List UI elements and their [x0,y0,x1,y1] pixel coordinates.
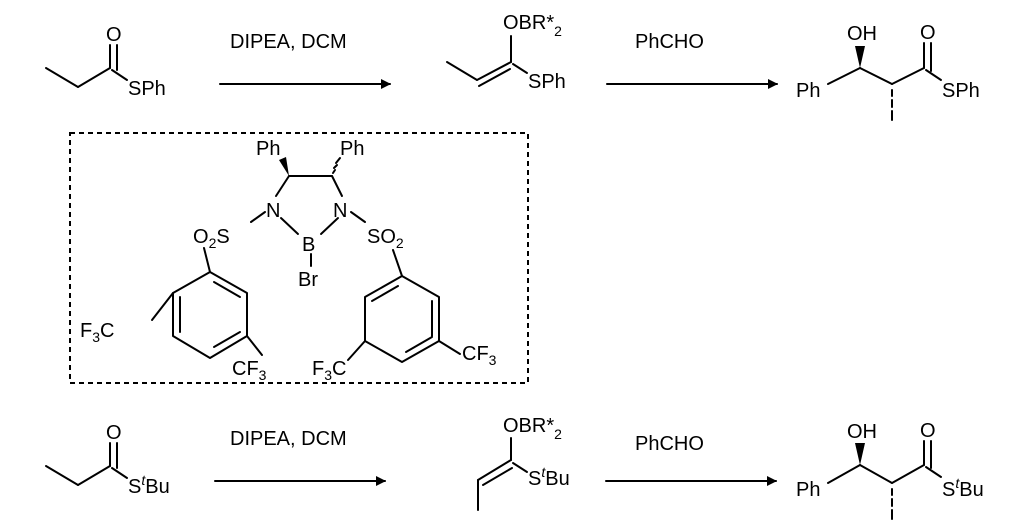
product2-s-group: StBu [942,475,984,501]
sm2-carbonyl-o: O [106,422,122,444]
enolate2-obr: OBR*2 [503,415,562,442]
r2-step1-reagents: DIPEA, DCM [230,428,347,450]
aldol-product-1: OH O Ph SPh [796,22,980,121]
product2-oh: OH [847,421,877,443]
catalyst-n-right: N [333,200,347,222]
aldol-product-2: OH O Ph StBu [796,420,984,520]
cf3-group: F3C [80,320,114,345]
enolate2-s-group: StBu [528,464,570,490]
enolate1-obr: OBR*2 [503,12,562,39]
product2-ph: Ph [796,479,820,501]
cf3-group: CF3 [462,343,497,368]
product2-carbonyl-o: O [920,420,936,442]
r1-step2-reagents: PhCHO [635,31,704,53]
product1-carbonyl-o: O [920,22,936,44]
sm1-s-group: SPh [128,78,166,100]
aryl-ring-left [172,271,248,359]
boron-enolate-2: OBR*2 StBu [477,415,570,511]
catalyst-ph-left: Ph [256,138,280,160]
thioester-sm-1: O SPh [45,24,166,100]
enolate1-s-group: SPh [528,71,566,93]
catalyst-bromine: Br [298,269,318,291]
boron-enolate-1: OBR*2 SPh [446,12,566,93]
chiral-bromoborane-catalyst: Ph Ph N N B Br O2S SO2 F3C CF3 F3C CF3 [80,138,497,383]
wedge-bond [279,157,289,176]
catalyst-box [69,132,529,384]
catalyst-sulfonyl-left: O2S [193,226,230,251]
aryl-ring-right [364,275,440,363]
product1-s-group: SPh [942,80,980,102]
catalyst-ph-right: Ph [340,138,364,160]
wedge-bond [855,46,865,68]
sm1-carbonyl-o: O [106,24,122,46]
cf3-group: CF3 [232,358,267,383]
catalyst-n-left: N [266,200,280,222]
r2-step2-reagents: PhCHO [635,433,704,455]
thioester-sm-2: O StBu [45,422,170,498]
product1-ph: Ph [796,80,820,102]
sm2-s-group: StBu [128,472,170,498]
product1-oh: OH [847,23,877,45]
wedge-bond [855,443,865,465]
catalyst-boron: B [302,234,315,256]
r1-step1-reagents: DIPEA, DCM [230,31,347,53]
cf3-group: F3C [312,358,346,383]
catalyst-sulfonyl-right: SO2 [367,226,404,251]
